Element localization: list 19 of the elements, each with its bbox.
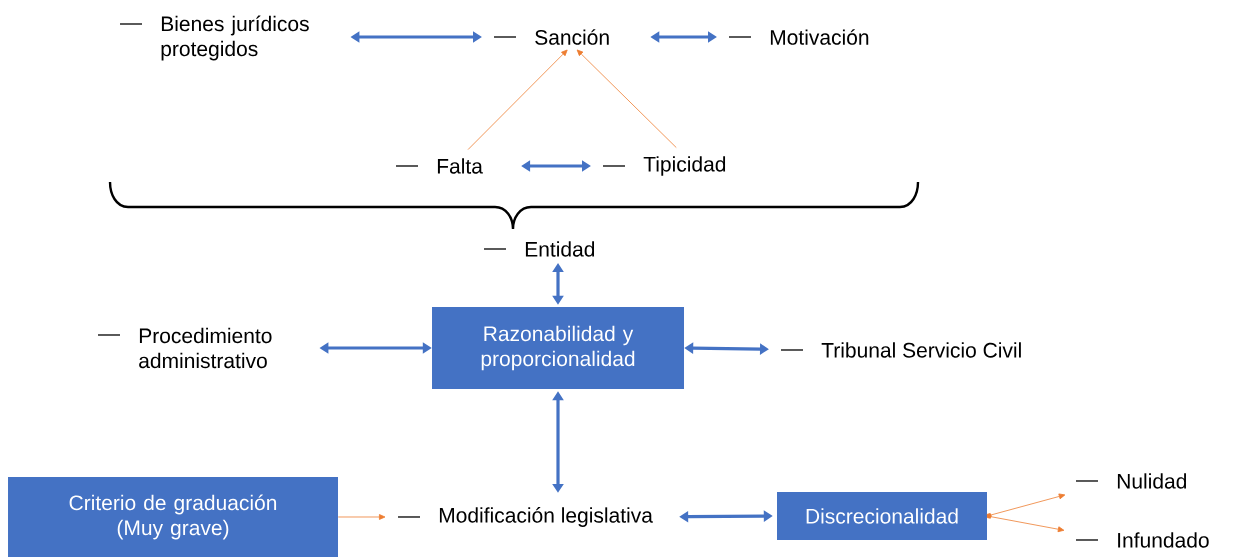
- arrow: [576, 49, 677, 148]
- text-label: Infundado: [1118, 532, 1209, 548]
- process-box: Discrecionalidad: [777, 492, 987, 540]
- text-label: Tribunal Servicio Civil: [821, 342, 1021, 358]
- arrow: [467, 49, 568, 150]
- process-box: Razonabilidad y proporcionalidad: [432, 307, 684, 389]
- text-label: Entidad: [525, 241, 595, 257]
- process-box: Criterio de graduación (Muy grave): [8, 477, 338, 557]
- text-label: Tipicidad: [643, 156, 726, 176]
- text-label: Bienes jurídicos protegidos: [161, 15, 309, 61]
- text-label: Procedimiento administrativo: [139, 327, 272, 369]
- text-label: Modificación legislativa: [439, 507, 653, 527]
- arrow: [986, 514, 1065, 533]
- arrow: [986, 493, 1066, 518]
- text-label: Falta: [437, 158, 483, 174]
- text-label: Sanción: [535, 29, 609, 45]
- arrow: [337, 514, 386, 520]
- text-label: Motivación: [770, 29, 869, 45]
- text-label: Nulidad: [1117, 473, 1187, 489]
